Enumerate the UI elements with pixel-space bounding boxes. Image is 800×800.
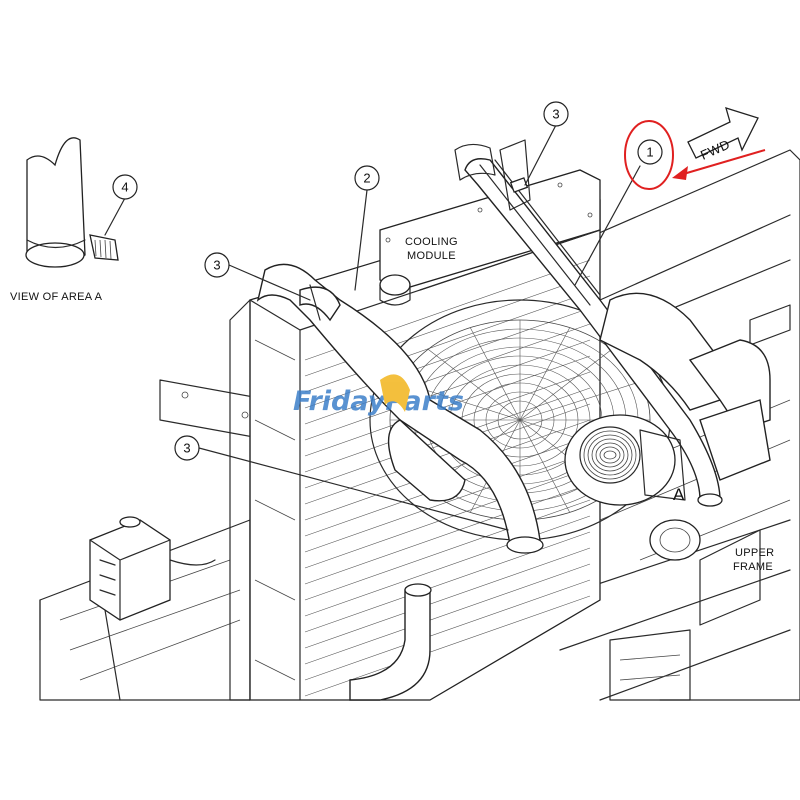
upper-frame-label-line1: UPPER — [735, 547, 774, 559]
svg-text:1: 1 — [646, 145, 653, 160]
callout-3-top-right: 3 — [543, 101, 569, 127]
highlight-marker — [624, 120, 766, 190]
radiator-fin — [304, 563, 591, 665]
leader-3-top-right — [524, 124, 557, 186]
radiator-fin — [304, 531, 591, 633]
hose-part-1 — [454, 139, 723, 507]
leader-4 — [104, 197, 126, 236]
callout-2: 2 — [354, 165, 380, 191]
radiator-fin — [304, 467, 591, 569]
svg-text:3: 3 — [552, 107, 559, 122]
callout-3-bottom: 3 — [174, 435, 200, 461]
compressor-rib — [603, 450, 617, 460]
radiator-fin — [304, 579, 591, 681]
leader-2 — [354, 189, 368, 291]
leader-3-top-left — [228, 264, 311, 301]
fan-guard-spoke — [519, 381, 641, 421]
fan-guard-spoke — [519, 327, 571, 421]
highlight-arrow-head-icon — [672, 166, 688, 180]
highlight-arrow — [679, 149, 766, 176]
compressor-rib — [599, 446, 621, 464]
callout-1: 1 — [637, 139, 663, 165]
watermark-logo: FridayParts — [293, 374, 464, 417]
radiator-fin — [304, 483, 591, 585]
hose-clamp-fitting — [89, 234, 119, 261]
top-tank — [379, 169, 601, 306]
watermark-part1: Friday — [293, 386, 387, 417]
fan-guard-spoke — [519, 419, 571, 513]
leader-3-bottom — [198, 447, 509, 531]
svg-text:3: 3 — [213, 258, 220, 273]
compressor-rib — [595, 442, 625, 468]
callout-3-top-left: 3 — [204, 252, 230, 278]
leader-lines — [104, 124, 641, 531]
fan-guard-spoke — [427, 349, 521, 421]
lower-hose — [349, 419, 466, 701]
radiator-fin — [304, 355, 591, 457]
radiator-fin — [304, 323, 591, 425]
compressor-rib — [591, 438, 629, 472]
svg-text:3: 3 — [183, 441, 190, 456]
radiator-fin — [304, 499, 591, 601]
leader-1 — [574, 165, 641, 286]
highlight-circle — [624, 120, 674, 190]
view-of-area-a-label: VIEW OF AREA A — [10, 291, 103, 303]
inset-view-area-a: VIEW OF AREA A — [10, 137, 119, 303]
fan-guard-spoke — [469, 327, 521, 421]
compressor-rib — [583, 430, 637, 480]
upper-frame-drawing — [39, 149, 800, 701]
radiator-fin — [304, 547, 591, 649]
callout-4: 4 — [112, 174, 138, 200]
svg-text:2: 2 — [363, 171, 370, 186]
compressor-rib — [587, 434, 633, 476]
fan-guard-spoke — [519, 349, 613, 421]
area-a-marker: A — [673, 485, 685, 504]
coolant-reservoir — [89, 516, 216, 621]
ac-compressor — [564, 414, 686, 506]
hose-part-2 — [256, 263, 544, 554]
radiator-fin — [304, 451, 591, 553]
radiator-fin — [304, 515, 591, 617]
radiator-fin — [304, 403, 591, 505]
upper-frame-label-line2: FRAME — [733, 561, 773, 573]
cooling-module-label-line1: COOLING — [405, 236, 458, 248]
cooling-module-label-line2: MODULE — [407, 250, 456, 262]
svg-text:4: 4 — [121, 180, 128, 195]
radiator-fin — [304, 307, 591, 409]
radiator-fin — [304, 291, 591, 393]
air-intake — [599, 292, 771, 561]
watermark-leaf-icon — [380, 374, 410, 412]
watermark-text: FridayParts — [293, 386, 464, 417]
